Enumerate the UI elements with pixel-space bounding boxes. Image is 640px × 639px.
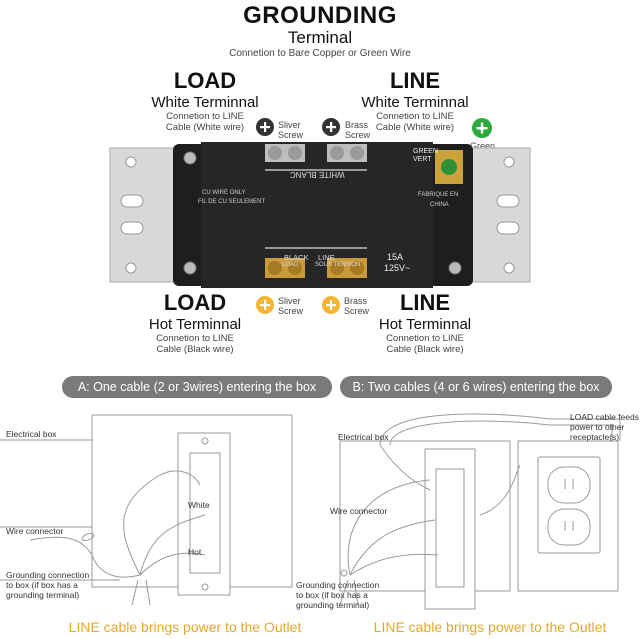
black-text: BLACK: [284, 253, 309, 262]
vert-word: VERT: [413, 156, 432, 163]
grounding-line-1: Grounding connection: [6, 570, 90, 580]
line-desc-1: Connetion to LINE: [376, 111, 454, 122]
china-text: CHINA: [430, 202, 449, 208]
grounding-subtitle: Terminal: [287, 28, 353, 47]
grounding-line-2: to box (if box has a: [296, 590, 368, 600]
grounding-connection-label-a: Grounding connection to box (if box has …: [6, 570, 89, 600]
silver-screw-label-bottom: Sliver Screw: [278, 296, 303, 316]
brass-screw-label-top: Brass Screw: [345, 120, 370, 140]
screw-word: Screw: [344, 306, 370, 316]
wiring-diagram-b: [339, 413, 621, 610]
wire-connector-label-a: Wire connector: [6, 526, 64, 536]
load-feeds-label: LOAD cable feeds power to other receptac…: [570, 412, 639, 442]
banner-a: A: One cable (2 or 3wires) entering the …: [62, 376, 332, 398]
line-desc-1: Connetion to LINE: [386, 333, 464, 344]
load-hot-terminal-label: LOAD Hot Terminnal Connetion to LINE Cab…: [120, 290, 270, 355]
brass-word: Brass: [344, 296, 368, 306]
grounding-description: Connetion to Bare Copper or Green Wire: [229, 48, 411, 59]
load-sub: Hot Terminnal: [148, 316, 242, 333]
grounding-line-3: grounding terminal): [296, 600, 370, 610]
brass-screw-top-icon: [322, 118, 340, 136]
line-heading: LINE: [399, 290, 451, 315]
silver-screw-bottom-icon: [256, 296, 274, 314]
screw-word: Screw: [278, 306, 304, 316]
green-screw-icon: [472, 118, 492, 138]
brass-word: Brass: [345, 120, 369, 130]
load-desc-1: Connetion to LINE: [166, 111, 244, 122]
line-desc-2: Cable (White wire): [375, 122, 455, 133]
line-desc-2: Cable (Black wire): [386, 344, 464, 355]
load-feeds-line-3: receptacle(s): [570, 432, 620, 442]
silver-screw-label-top: Sliver Screw: [278, 120, 303, 140]
load-desc-2: Cable (Black wire): [156, 344, 234, 355]
green-word: Green: [470, 141, 496, 151]
load-heading: LOAD: [163, 290, 227, 315]
sous-tension-text: SOUS TENSION: [315, 262, 361, 268]
white-wire-label: White: [188, 500, 210, 510]
green-vert-word: GREEN: [413, 148, 438, 155]
rating-volt: 125V~: [384, 263, 411, 273]
banner-b: B: Two cables (4 or 6 wires) entering th…: [340, 376, 612, 398]
receptacle-device: [109, 142, 531, 288]
caption-b: LINE cable brings power to the Outlet: [373, 619, 607, 635]
line-sub: White Terminnal: [361, 94, 469, 111]
rating-amp: 15A: [387, 252, 404, 262]
screw-word: Screw: [345, 130, 371, 140]
fabrique-text: FABRIQUE EN: [418, 192, 459, 198]
line-hot-terminal-label: LINE Hot Terminnal Connetion to LINE Cab…: [350, 290, 500, 355]
load-white-terminal-label: LOAD White Terminnal Connetion to LINE C…: [130, 68, 280, 133]
load-desc-2: Cable (White wire): [165, 122, 245, 133]
cu-wire-text: CU WIRE ONLY: [202, 190, 246, 196]
silver-screw-icon: [256, 118, 274, 136]
hot-wire-label: Hot: [188, 547, 202, 557]
silver-screw-word: Sliver: [278, 120, 301, 130]
load-feeds-line-2: power to other: [570, 422, 625, 432]
electrical-box-label-b: Electrical box: [338, 432, 389, 442]
brass-screw-icon: [322, 296, 340, 314]
caption-a: LINE cable brings power to the Outlet: [68, 619, 302, 635]
wire-connector-label-b: Wire connector: [330, 506, 388, 516]
screw-word: Screw: [278, 130, 304, 140]
wiring-diagram-a: [0, 414, 293, 606]
grounding-line-3: grounding terminal): [6, 590, 80, 600]
line-white-terminal-label: LINE White Terminnal Connetion to LINE C…: [340, 68, 490, 133]
line-heading: LINE: [389, 68, 441, 93]
load-sub: White Terminnal: [151, 94, 259, 111]
grounding-title: GROUNDING: [243, 2, 397, 29]
grounding-line-1: Grounding connection: [296, 580, 380, 590]
line-device-text: LINE: [318, 253, 335, 262]
green-vert-text: GREEN VERT: [413, 148, 438, 164]
brass-screw-label-bottom: Brass Screw: [344, 296, 369, 316]
load-device-text: LOAD: [282, 262, 299, 268]
fil-cu-text: FIL DE CU SEULEMENT: [198, 199, 266, 205]
white-blanc-text: WHITE BLANC: [290, 170, 345, 179]
electrical-box-label-a: Electrical box: [6, 429, 57, 439]
grounding-line-2: to box (if box has a: [6, 580, 78, 590]
line-sub: Hot Terminnal: [378, 316, 472, 333]
load-feeds-line-1: LOAD cable feeds: [570, 412, 639, 422]
grounding-connection-label-b: Grounding connection to box (if box has …: [296, 580, 379, 610]
silver-screw-word: Sliver: [278, 296, 301, 306]
load-heading: LOAD: [173, 68, 237, 93]
load-desc-1: Connetion to LINE: [156, 333, 234, 344]
